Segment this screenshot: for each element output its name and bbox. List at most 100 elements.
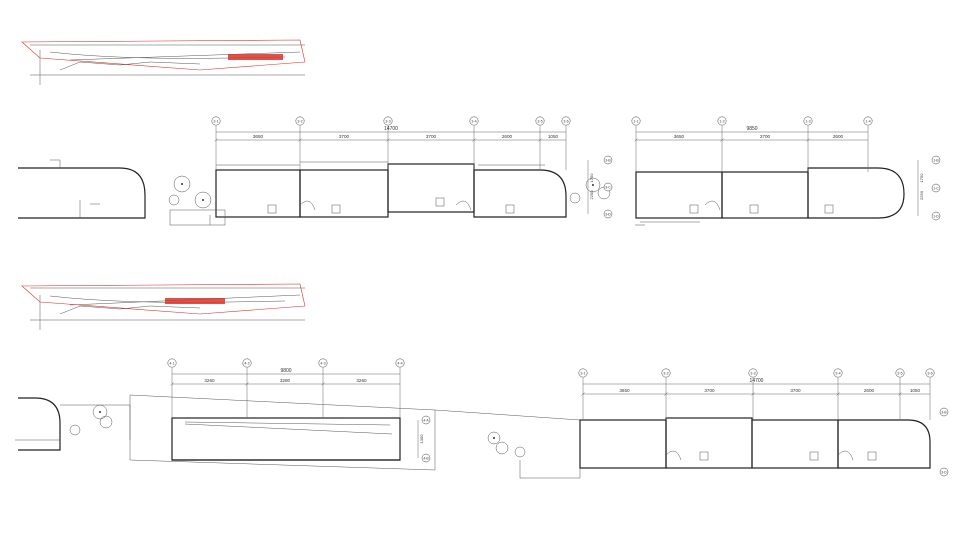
grid-bubble xyxy=(395,358,405,368)
grid-tag: 3-6 xyxy=(927,372,932,376)
grid-bubble xyxy=(535,116,545,126)
side-grid-bubble xyxy=(931,211,941,221)
total-dimension: 9800 xyxy=(280,368,291,374)
span-dimension: 3650 xyxy=(253,134,264,139)
grid-tag: 4-1 xyxy=(169,362,174,366)
grid-tag: 4-2 xyxy=(244,362,249,366)
span-dimension: 3700 xyxy=(760,134,771,139)
plan-d-units xyxy=(579,417,931,469)
grid-tag: 3-6 xyxy=(563,120,568,124)
grid-tag: 3-3 xyxy=(750,372,755,376)
span-dimension: 3650 xyxy=(619,388,630,393)
grid-bubble xyxy=(469,116,479,126)
span-dimension: 2600 xyxy=(833,134,844,139)
span-dimension: 3700 xyxy=(704,388,715,393)
grid-tag: 4-3 xyxy=(320,362,325,366)
plan-c-platform xyxy=(129,394,436,471)
grid-bubble xyxy=(631,116,641,126)
grid-tag: 4-4 xyxy=(397,362,402,366)
grid-tag: 1-2 xyxy=(719,120,724,124)
side-grid-bubble xyxy=(939,467,949,477)
plan-a-dimensions: 3-1 3-2 3-3 3-4 3-5 3-6 14700 3650 3700 3700 2600 1… xyxy=(211,116,613,219)
key-plan-top xyxy=(21,39,306,85)
grid-tag: 1-4 xyxy=(865,120,870,124)
side-grid-tag: 1-D xyxy=(933,214,939,218)
grid-bubble xyxy=(318,358,328,368)
span-dimension: 3260 xyxy=(356,378,367,383)
span-dimension: 3700 xyxy=(339,134,350,139)
side-dimension: 1750 xyxy=(589,173,594,183)
side-grid-bubble xyxy=(939,407,949,417)
plan-c-dimensions: 4-1 4-2 4-3 4-4 9800 3260 3280 3260 1300 4-A 4-B xyxy=(167,358,431,463)
grid-tag: 3-1 xyxy=(213,120,218,124)
side-dimension: 1750 xyxy=(919,173,924,183)
side-grid-tag: 4-A xyxy=(423,418,429,422)
grid-tag: 3-1 xyxy=(580,372,585,376)
grid-bubble xyxy=(925,368,935,378)
side-grid-tag: 3-D xyxy=(605,212,611,216)
grid-tag: 3-5 xyxy=(537,120,542,124)
side-dimension: 2250 xyxy=(919,190,924,200)
key-plan-bottom xyxy=(21,283,306,330)
side-grid-tag: 3-B xyxy=(605,158,611,162)
grid-bubble xyxy=(803,116,813,126)
span-dimension: 1050 xyxy=(548,134,559,139)
grid-bubble xyxy=(167,358,177,368)
side-grid-bubble xyxy=(421,453,431,463)
side-grid-tag: 3-D xyxy=(941,470,947,474)
lower-plan-band xyxy=(15,394,931,479)
grid-tag: 3-2 xyxy=(297,120,302,124)
grid-bubble xyxy=(561,116,571,126)
grid-tag: 3-4 xyxy=(835,372,840,376)
side-grid-tag: 1-B xyxy=(933,158,939,162)
span-dimension: 3260 xyxy=(204,378,215,383)
grid-bubble xyxy=(211,116,221,126)
grid-tag: 3-3 xyxy=(385,120,390,124)
plan-b-units xyxy=(635,167,905,226)
grid-bubble xyxy=(863,116,873,126)
total-dimension: 9850 xyxy=(746,126,757,132)
grid-tag: 1-1 xyxy=(633,120,638,124)
side-grid-bubble xyxy=(603,155,613,165)
side-grid-bubble xyxy=(421,415,431,425)
grid-bubble xyxy=(242,358,252,368)
grid-tag: 1-3 xyxy=(805,120,810,124)
span-dimension: 1050 xyxy=(910,388,921,393)
plan-d-dimensions: 3-1 3-2 3-3 3-4 3-5 3-6 14700 3650 3700 3700 2600 1… xyxy=(578,368,949,477)
upper-plan-band xyxy=(18,159,905,226)
grid-tag: 3-4 xyxy=(471,120,476,124)
grid-bubble xyxy=(578,368,588,378)
plan-b-dimensions: 1-1 1-2 1-3 1-4 9850 3650 3700 2600 1750 2250 1-B 1… xyxy=(631,116,941,221)
grid-bubble xyxy=(895,368,905,378)
span-dimension: 3700 xyxy=(790,388,801,393)
grid-bubble xyxy=(717,116,727,126)
grid-bubble xyxy=(661,368,671,378)
side-grid-tag: 1-C xyxy=(933,186,939,190)
key-plan-highlight xyxy=(165,298,225,304)
total-dimension: 14700 xyxy=(750,378,764,384)
span-dimension: 3280 xyxy=(280,378,291,383)
plan-a-units xyxy=(169,161,567,226)
side-grid-bubble xyxy=(931,183,941,193)
grid-bubble xyxy=(383,116,393,126)
grid-bubble xyxy=(833,368,843,378)
grid-bubble xyxy=(295,116,305,126)
grid-bubble xyxy=(748,368,758,378)
side-dimension: 1300 xyxy=(419,434,424,444)
span-dimension: 3650 xyxy=(674,134,685,139)
total-dimension: 14700 xyxy=(384,126,398,132)
side-grid-tag: 4-B xyxy=(423,456,429,460)
side-grid-bubble xyxy=(603,209,613,219)
span-dimension: 2600 xyxy=(864,388,875,393)
side-grid-bubble xyxy=(603,182,613,192)
grid-tag: 3-2 xyxy=(663,372,668,376)
side-grid-tag: 3-B xyxy=(941,410,947,414)
span-dimension: 2600 xyxy=(502,134,513,139)
span-dimension: 3700 xyxy=(426,134,437,139)
side-grid-tag: 3-C xyxy=(605,185,611,189)
key-plan-highlight xyxy=(228,54,283,60)
grid-tag: 3-5 xyxy=(897,372,902,376)
side-grid-bubble xyxy=(931,155,941,165)
